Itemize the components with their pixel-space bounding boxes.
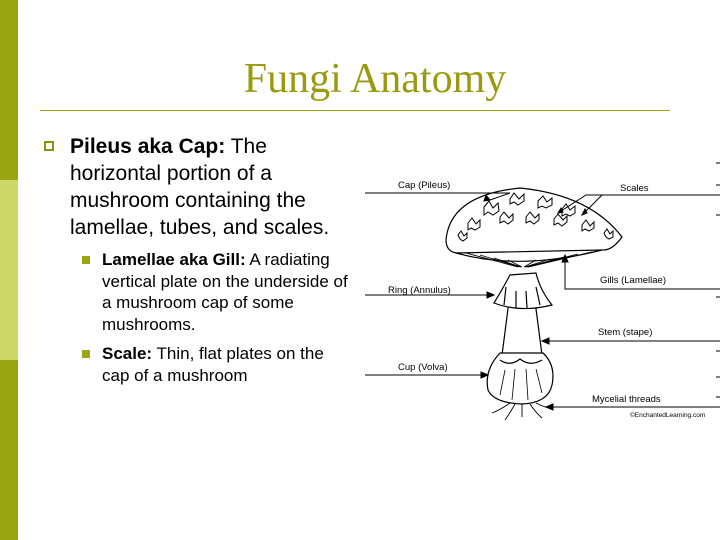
bullet-list: Pileus aka Cap: The horizontal portion o… xyxy=(42,133,352,386)
cap-arrow-icon xyxy=(483,193,491,202)
scales-arrow-icon-2 xyxy=(556,206,564,214)
mushroom-illustration: Cap (Pileus) Scales Ring (Annulus) Gills… xyxy=(365,162,720,421)
label-mycelial: Mycelial threads xyxy=(592,394,661,405)
bullet-lamellae: Lamellae aka Gill: A radiating vertical … xyxy=(82,249,352,335)
label-ring: Ring (Annulus) xyxy=(388,285,451,296)
mycelial-arrow-icon xyxy=(544,403,554,411)
scales-pointer-line xyxy=(581,194,720,216)
volva-shape xyxy=(486,352,554,405)
bullet-pileus: Pileus aka Cap: The horizontal portion o… xyxy=(42,133,352,241)
hollow-square-bullet-icon xyxy=(44,141,54,151)
bullet-scale: Scale: Thin, flat plates on the cap of a… xyxy=(82,343,352,386)
slide-title: Fungi Anatomy xyxy=(243,56,507,102)
sidebar-stripe-bottom xyxy=(0,360,18,540)
edge-ticks xyxy=(716,162,720,398)
volva-ribs xyxy=(499,368,543,401)
sidebar-stripe-top xyxy=(0,0,18,180)
title-divider xyxy=(40,110,670,111)
ring-shape xyxy=(493,272,554,310)
label-stem: Stem (stape) xyxy=(598,327,652,338)
ring-pleats xyxy=(503,286,541,309)
label-cup: Cup (Volva) xyxy=(398,362,448,373)
scales-arrow-icon xyxy=(580,207,588,216)
square-bullet-icon xyxy=(82,256,90,264)
square-bullet-icon xyxy=(82,350,90,358)
scales-pointer-line-2 xyxy=(557,194,720,214)
label-cap: Cap (Pileus) xyxy=(398,180,450,191)
bullet-text: The horizontal portion of a mushroom con… xyxy=(70,135,330,239)
bullet-text: A radiating vertical plate on the unders… xyxy=(102,250,348,334)
gills-pointer-line xyxy=(564,255,720,290)
label-gills: Gills (Lamellae) xyxy=(600,275,666,286)
cap-scales xyxy=(457,192,614,242)
sidebar-stripe-middle xyxy=(0,180,18,360)
label-credit: ©EnchantedLearning.com xyxy=(630,411,705,419)
bullet-term: Lamellae aka Gill: xyxy=(102,250,246,269)
mushroom-diagram: Cap (Pileus) Scales Ring (Annulus) Gills… xyxy=(360,155,720,430)
mycelial-threads xyxy=(491,402,553,421)
cup-arrow-icon xyxy=(480,371,490,379)
volva-rim xyxy=(499,358,543,364)
bullet-term: Pileus aka Cap: xyxy=(70,135,226,158)
bullet-term: Scale: xyxy=(102,344,153,363)
bullet-text: Thin, flat plates on the cap of a mushro… xyxy=(102,344,324,385)
cap-pointer-line xyxy=(365,192,511,201)
stem-arrow-icon xyxy=(540,337,550,345)
gill-lines xyxy=(465,251,593,268)
gills-arrow-icon xyxy=(561,253,569,263)
label-scales: Scales xyxy=(620,183,649,194)
ring-arrow-icon xyxy=(486,291,496,299)
